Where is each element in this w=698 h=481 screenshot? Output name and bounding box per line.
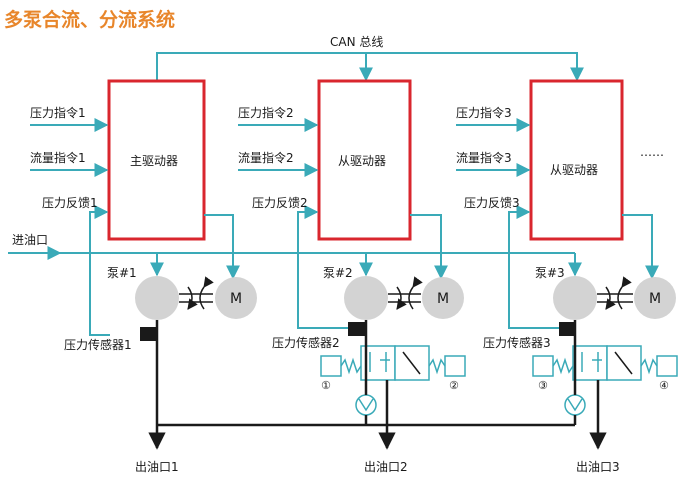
pressure-sensor-label: 压力传感器1 (64, 337, 132, 352)
pressure-sensor (348, 322, 365, 336)
pump-label: 泵#3 (535, 266, 565, 280)
driver-label: 从驱动器 (338, 154, 386, 168)
driver-label: 从驱动器 (550, 163, 598, 177)
pump (553, 276, 597, 320)
directional-valve (532, 345, 678, 381)
pressure-command-label: 压力指令1 (30, 105, 86, 120)
slave-driver-box (317, 79, 412, 241)
can-bus (156, 52, 584, 82)
page-title: 多泵合流、分流系统 (4, 8, 175, 31)
pressure-feedback-label: 压力反馈2 (252, 196, 308, 210)
pressure-sensor-label: 压力传感器3 (483, 335, 551, 350)
valve-port-right: ④ (659, 379, 669, 392)
pump-label: 泵#2 (323, 266, 353, 280)
outlet-label: 出油口3 (576, 460, 620, 474)
unit-2: 从驱动器 压力指令2 流量指令2 压力反馈2 泵#2 M 压力传感器2 (238, 79, 466, 474)
pressure-sensor (140, 327, 157, 341)
can-bus-label: CAN 总线 (330, 35, 383, 49)
driver-label: 主驱动器 (130, 154, 178, 168)
pump (344, 276, 388, 320)
motor (422, 277, 464, 319)
inlet-line (8, 246, 582, 277)
inlet-label: 进油口 (12, 233, 48, 247)
valve-port-left: ① (321, 379, 331, 392)
coupling-shaft (179, 276, 214, 310)
flow-command-label: 流量指令2 (238, 150, 294, 165)
pressure-sensor-label: 压力传感器2 (272, 335, 340, 350)
pressure-feedback-label: 压力反馈3 (464, 196, 520, 210)
motor (634, 277, 676, 319)
unit-1: 主驱动器 压力指令1 流量指令1 压力反馈1 泵#1 M 压力传感器1 出油口1 (30, 79, 257, 474)
outlet-label: 出油口1 (135, 460, 179, 474)
pressure-feedback-label: 压力反馈1 (42, 196, 98, 210)
motor-label: M (649, 291, 661, 307)
pump-label: 泵#1 (107, 266, 137, 280)
motor (215, 277, 257, 319)
motor-label: M (437, 291, 449, 307)
flow-command-label: 流量指令3 (456, 150, 512, 165)
coupling-shaft (597, 276, 633, 310)
motor-label: M (230, 291, 242, 307)
directional-valve (320, 345, 466, 381)
slave-driver-box (529, 79, 624, 241)
check-valve (564, 394, 586, 416)
valve-port-right: ② (449, 379, 459, 392)
ellipsis: …… (640, 145, 664, 159)
master-driver-box (107, 79, 206, 241)
check-valve (355, 394, 377, 416)
coupling-shaft (388, 276, 423, 310)
pressure-command-label: 压力指令3 (456, 105, 512, 120)
outlet-label: 出油口2 (364, 460, 408, 474)
pump (135, 276, 179, 320)
pressure-command-label: 压力指令2 (238, 105, 294, 120)
pressure-sensor (559, 322, 576, 336)
unit-3: 从驱动器 压力指令3 流量指令3 压力反馈3 泵#3 M 压力传感器3 (456, 79, 678, 474)
flow-command-label: 流量指令1 (30, 150, 86, 165)
valve-port-left: ③ (538, 379, 548, 392)
